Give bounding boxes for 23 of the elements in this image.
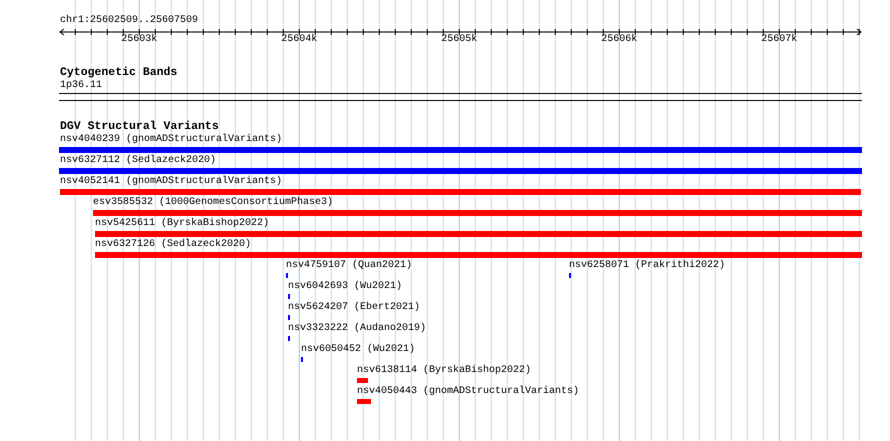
track-title: DGV Structural Variants bbox=[60, 120, 219, 134]
axis-tick-label: 25605k bbox=[441, 34, 478, 46]
variant-label: nsv4759107 (Quan2021) bbox=[286, 260, 412, 272]
variant-label: nsv6327126 (Sedlazeck2020) bbox=[95, 239, 252, 251]
axis-tick-label: 25604k bbox=[281, 34, 318, 46]
variant-label: esv3585532 (1000GenomesConsortiumPhase3) bbox=[93, 197, 334, 209]
track-title: Cytogenetic Bands bbox=[60, 66, 178, 80]
cytoband-label: 1p36.11 bbox=[60, 80, 102, 92]
variant-label: nsv5425611 (ByrskaBishop2022) bbox=[95, 218, 270, 230]
axis-tick-label: 25607k bbox=[761, 34, 798, 46]
axis-tick-label: 25606k bbox=[601, 34, 638, 46]
variant-label: nsv6042693 (Wu2021) bbox=[288, 281, 402, 293]
axis-tick-label: 25603k bbox=[121, 34, 158, 46]
variant-label: nsv6258071 (Prakrithi2022) bbox=[569, 260, 726, 272]
variant-label: nsv4040239 (gnomADStructuralVariants) bbox=[60, 134, 282, 146]
variant-label: nsv6050452 (Wu2021) bbox=[301, 344, 416, 356]
coordinate-range-label: chr1:25602509..25607509 bbox=[60, 15, 198, 27]
variant-label: nsv6327112 (Sedlazeck2020) bbox=[60, 155, 216, 167]
variant-label: nsv3323222 (Audano2019) bbox=[288, 323, 426, 335]
variant-label: nsv5624207 (Ebert2021) bbox=[288, 302, 420, 314]
variant-label: nsv6138114 (ByrskaBishop2022) bbox=[357, 365, 532, 377]
variant-label: nsv4052141 (gnomADStructuralVariants) bbox=[60, 176, 282, 188]
variant-label: nsv4050443 (gnomADStructuralVariants) bbox=[357, 386, 580, 398]
